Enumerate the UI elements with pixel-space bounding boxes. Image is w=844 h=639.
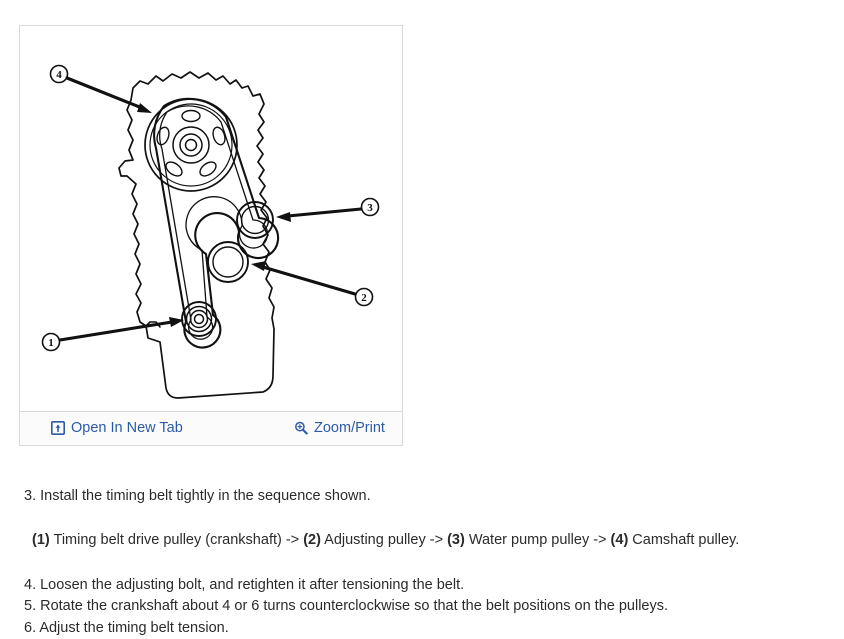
diagram-stage[interactable]: 4 3 2 1 (20, 26, 402, 411)
sequence-item-4-number: (4) (610, 532, 629, 548)
callout-2-marker-circle (354, 287, 374, 307)
callout-2-group (251, 261, 374, 307)
callout-4-arrowhead (137, 103, 152, 113)
callout-3-group (276, 197, 380, 222)
step-3-text: 3. Install the timing belt tightly in th… (24, 488, 371, 504)
sequence-item-4-text: Camshaft pulley. (628, 532, 740, 548)
crankshaft-pulley-bore (193, 313, 205, 325)
step-5-text: 5. Rotate the crankshaft about 4 or 6 tu… (24, 598, 669, 614)
open-in-new-tab-link[interactable]: Open In New Tab (51, 419, 183, 437)
callout-2-leader (261, 265, 357, 296)
crankshaft-pulley-ring2 (185, 305, 213, 333)
camshaft-pulley-hole (212, 126, 226, 146)
camshaft-pulley-hole (199, 161, 217, 177)
callout-2-arrowhead (251, 261, 266, 271)
camshaft-pulley-hub-outer (172, 126, 210, 164)
camshaft-pulley-hole (156, 126, 170, 146)
callout-4-marker-circle (49, 64, 69, 84)
crankshaft-pulley-rim (181, 301, 217, 337)
step-4-text: 4. Loosen the adjusting bolt, and retigh… (24, 577, 465, 593)
callout-1-arrowhead (169, 317, 184, 327)
camshaft-pulley-hole (181, 109, 201, 123)
callout-2-number: 2 (361, 292, 367, 304)
callout-4-number: 4 (56, 69, 62, 81)
crankshaft-pulley-ring3 (189, 309, 209, 329)
callout-4-group (49, 64, 152, 113)
sequence-item-3-number: (3) (447, 532, 465, 548)
timing-belt-outer (153, 97, 280, 349)
callout-1-marker-circle (41, 332, 61, 352)
timing-belt-diagram: 4 3 2 1 (41, 64, 380, 399)
zoom-print-label: Zoom/Print (314, 420, 385, 436)
adjusting-pulley-group (207, 241, 249, 283)
adjusting-pulley-face (212, 246, 244, 278)
water-pump-pulley-rim (236, 201, 274, 239)
installation-sequence-line: (1) Timing belt drive pulley (crankshaft… (32, 530, 739, 551)
camshaft-pulley-bore (184, 138, 198, 152)
adjusting-pulley-rim (207, 241, 249, 283)
water-pump-pulley-group (236, 201, 274, 239)
camshaft-pulley-face (149, 103, 233, 187)
zoom-print-link[interactable]: Zoom/Print (294, 419, 385, 437)
camshaft-pulley-hole (165, 161, 183, 177)
open-in-new-tab-icon (51, 421, 65, 435)
sequence-item-1-text: Timing belt drive pulley (crankshaft) -> (49, 532, 304, 548)
sequence-item-3-text: Water pump pulley -> (464, 532, 611, 548)
sequence-item-1-number: (1) (32, 532, 50, 548)
callout-1-number: 1 (48, 337, 54, 349)
open-in-new-tab-label: Open In New Tab (71, 420, 183, 436)
water-pump-pulley-face (240, 205, 270, 235)
callout-4-leader (65, 76, 144, 110)
image-viewer-panel: 4 3 2 1 Open In New Tab (19, 25, 403, 446)
sequence-item-2-number: (2) (303, 532, 321, 548)
callout-3-leader (286, 207, 363, 218)
callout-3-marker-circle (360, 197, 380, 217)
callout-3-arrowhead (276, 212, 291, 222)
callout-1-group (41, 317, 184, 352)
step-6-text: 6. Adjust the timing belt tension. (24, 620, 229, 636)
image-toolbar: Open In New Tab Zoom/Print (20, 411, 402, 445)
camshaft-pulley-group (144, 98, 238, 192)
crankshaft-pulley-group (181, 301, 217, 337)
sequence-item-2-text: Adjusting pulley -> (320, 532, 448, 548)
callout-3-number: 3 (367, 202, 373, 214)
camshaft-pulley-rim (144, 98, 238, 192)
magnifier-plus-icon (294, 421, 308, 435)
camshaft-pulley-hub-inner (179, 133, 203, 157)
callout-1-leader (58, 320, 174, 342)
